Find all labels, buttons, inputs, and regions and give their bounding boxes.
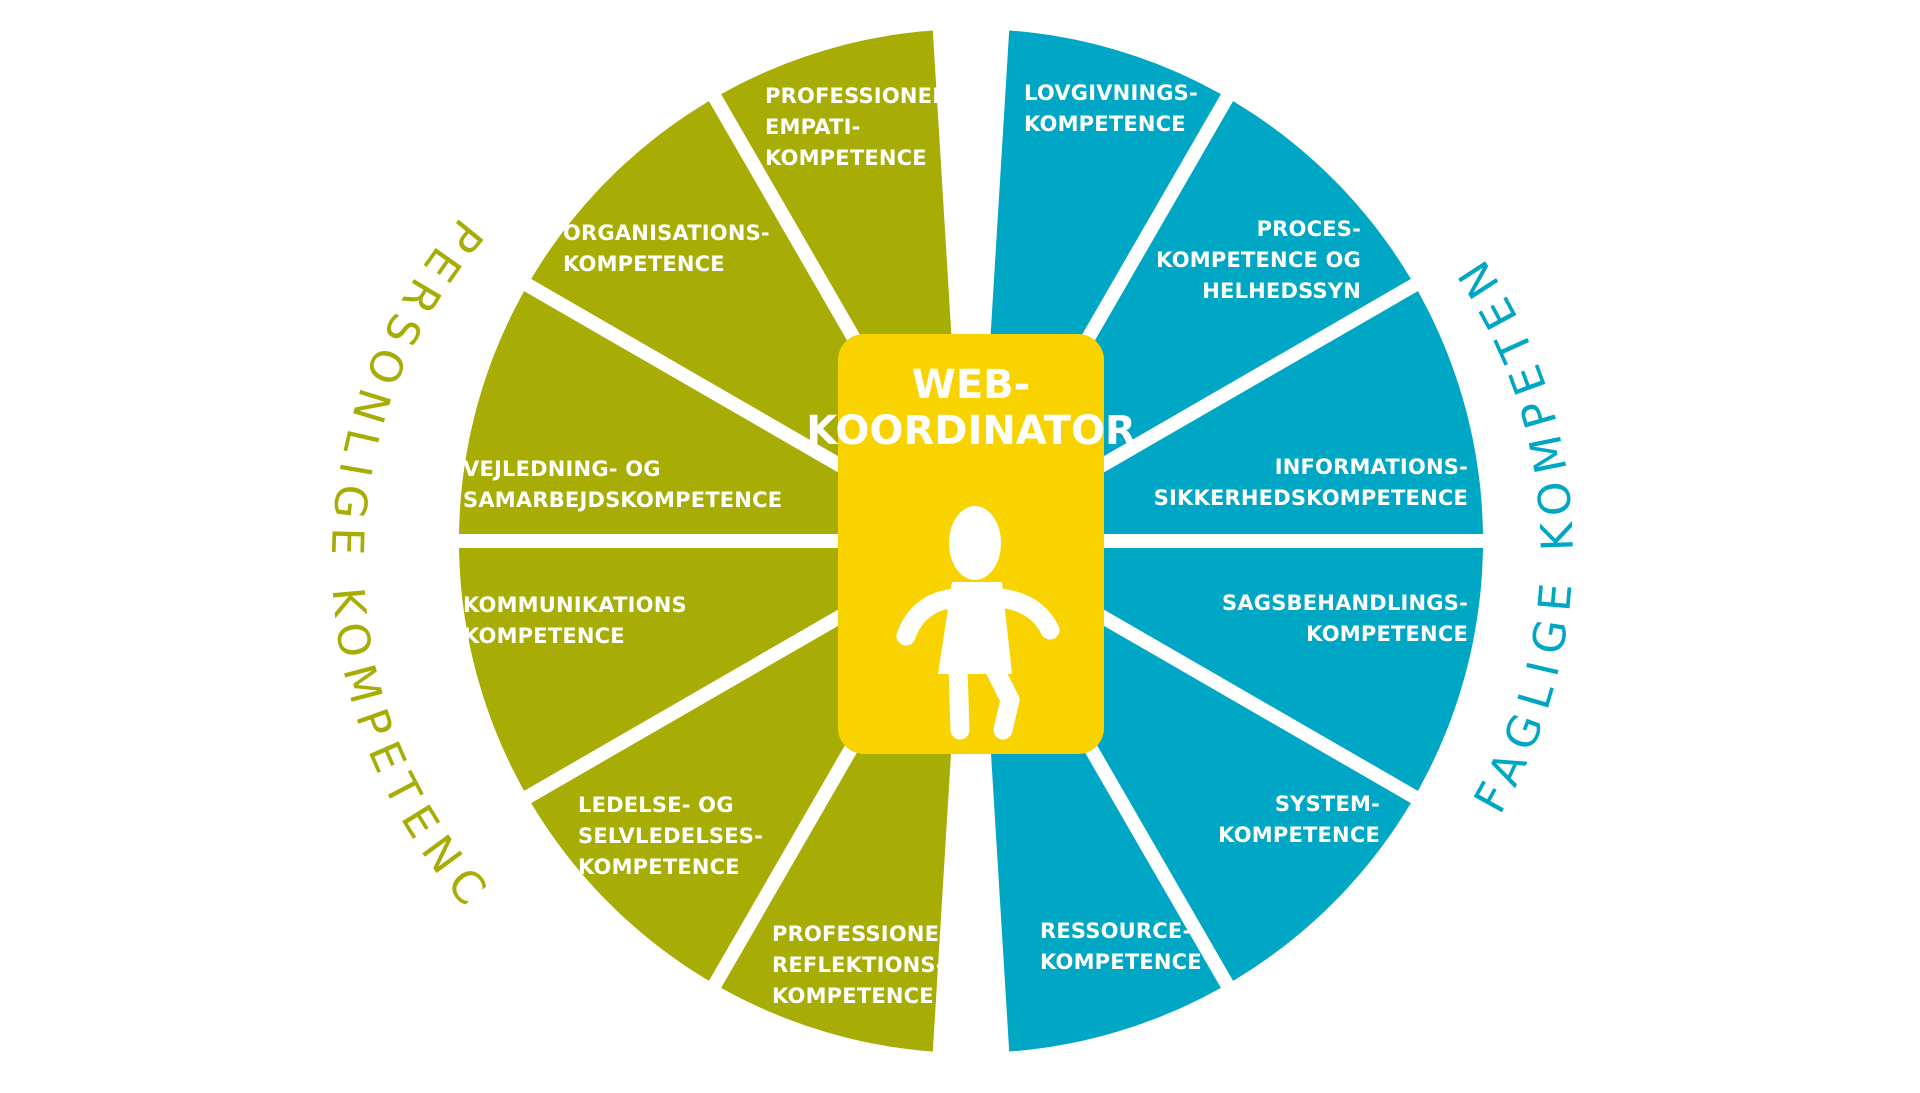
right-segment-label-3-line-1: INFORMATIONS- (1275, 455, 1468, 479)
right-segment-label-4: SAGSBEHANDLINGS- KOMPETENCE (1222, 591, 1468, 646)
right-segment-label-1-line-2: KOMPETENCE (1024, 112, 1186, 136)
left-segment-3 (459, 291, 951, 538)
left-segment-label-6-line-1: PROFESSIONEL (772, 922, 953, 946)
left-segment-label-6: PROFESSIONEL REFLEKTIONS- KOMPETENCE (772, 922, 953, 1008)
right-segment-label-6-line-2: KOMPETENCE (1040, 950, 1202, 974)
right-segment-label-1-line-1: LOVGIVNINGS- (1024, 81, 1198, 105)
right-segment-label-2-line-2: KOMPETENCE OG (1156, 248, 1361, 272)
child-figure-icon (896, 506, 1060, 740)
right-segment-label-3: INFORMATIONS- SIKKERHEDSKOMPETENCE (1154, 455, 1468, 510)
left-segment-label-1-line-2: EMPATI- (765, 115, 861, 139)
left-segment-label-2: ORGANISATIONS- KOMPETENCE (563, 221, 770, 276)
right-segment-label-4-line-1: SAGSBEHANDLINGS- (1222, 591, 1468, 615)
left-segment-label-6-line-2: REFLEKTIONS- (772, 953, 945, 977)
left-segment-label-1: PROFESSIONEL EMPATI- KOMPETENCE (765, 84, 946, 170)
right-segment-label-1: LOVGIVNINGS- KOMPETENCE (1024, 81, 1198, 136)
right-segment-4 (991, 544, 1483, 791)
right-segment-label-6-line-1: RESSOURCE- (1040, 919, 1191, 943)
left-segment-label-5-line-3: KOMPETENCE (578, 855, 740, 879)
left-segment-label-2-line-2: KOMPETENCE (563, 252, 725, 276)
left-segment-label-4-line-2: KOMPETENCE (463, 624, 625, 648)
left-segment-label-3-line-1: VEJLEDNING- OG (463, 457, 661, 481)
left-segment-label-4-line-1: KOMMUNIKATIONS (463, 593, 687, 617)
left-segment-label-3: VEJLEDNING- OG SAMARBEJDSKOMPETENCE (463, 457, 782, 512)
right-segment-label-5-line-2: KOMPETENCE (1218, 823, 1380, 847)
right-segment-label-3-line-2: SIKKERHEDSKOMPETENCE (1154, 486, 1468, 510)
left-segment-label-2-line-1: ORGANISATIONS- (563, 221, 770, 245)
right-segment-3 (991, 291, 1483, 538)
left-segment-4 (459, 544, 951, 791)
left-segment-label-1-line-3: KOMPETENCE (765, 146, 927, 170)
right-segment-label-4-line-2: KOMPETENCE (1306, 622, 1468, 646)
left-segment-label-4: KOMMUNIKATIONS KOMPETENCE (463, 593, 687, 648)
center-title-line-1: WEB- (912, 362, 1031, 408)
right-segment-label-5: SYSTEM- KOMPETENCE (1218, 792, 1380, 847)
center-title-line-2: KOORDINATOR (806, 408, 1136, 454)
center-card: WEB- KOORDINATOR (806, 334, 1136, 754)
right-segment-label-2-line-1: PROCES- (1257, 217, 1361, 241)
segment-labels: LOVGIVNINGS- KOMPETENCE PROCES- KOMPETENCE … (463, 81, 1468, 1008)
left-segment-label-5-line-1: LEDELSE- OG (578, 793, 734, 817)
right-segment-label-6: RESSOURCE- KOMPETENCE (1040, 919, 1202, 974)
left-segment-label-5-line-2: SELVLEDELSES- (578, 824, 763, 848)
left-segment-label-6-line-3: KOMPETENCE (772, 984, 934, 1008)
right-segment-label-2-line-3: HELHEDSSYN (1202, 279, 1361, 303)
left-segment-label-1-line-1: PROFESSIONEL (765, 84, 946, 108)
left-segment-label-3-line-2: SAMARBEJDSKOMPETENCE (463, 488, 782, 512)
left-segment-label-5: LEDELSE- OG SELVLEDELSES- KOMPETENCE (578, 793, 763, 879)
right-segment-label-2: PROCES- KOMPETENCE OG HELHEDSSYN (1156, 217, 1361, 303)
right-segment-label-5-line-1: SYSTEM- (1275, 792, 1380, 816)
